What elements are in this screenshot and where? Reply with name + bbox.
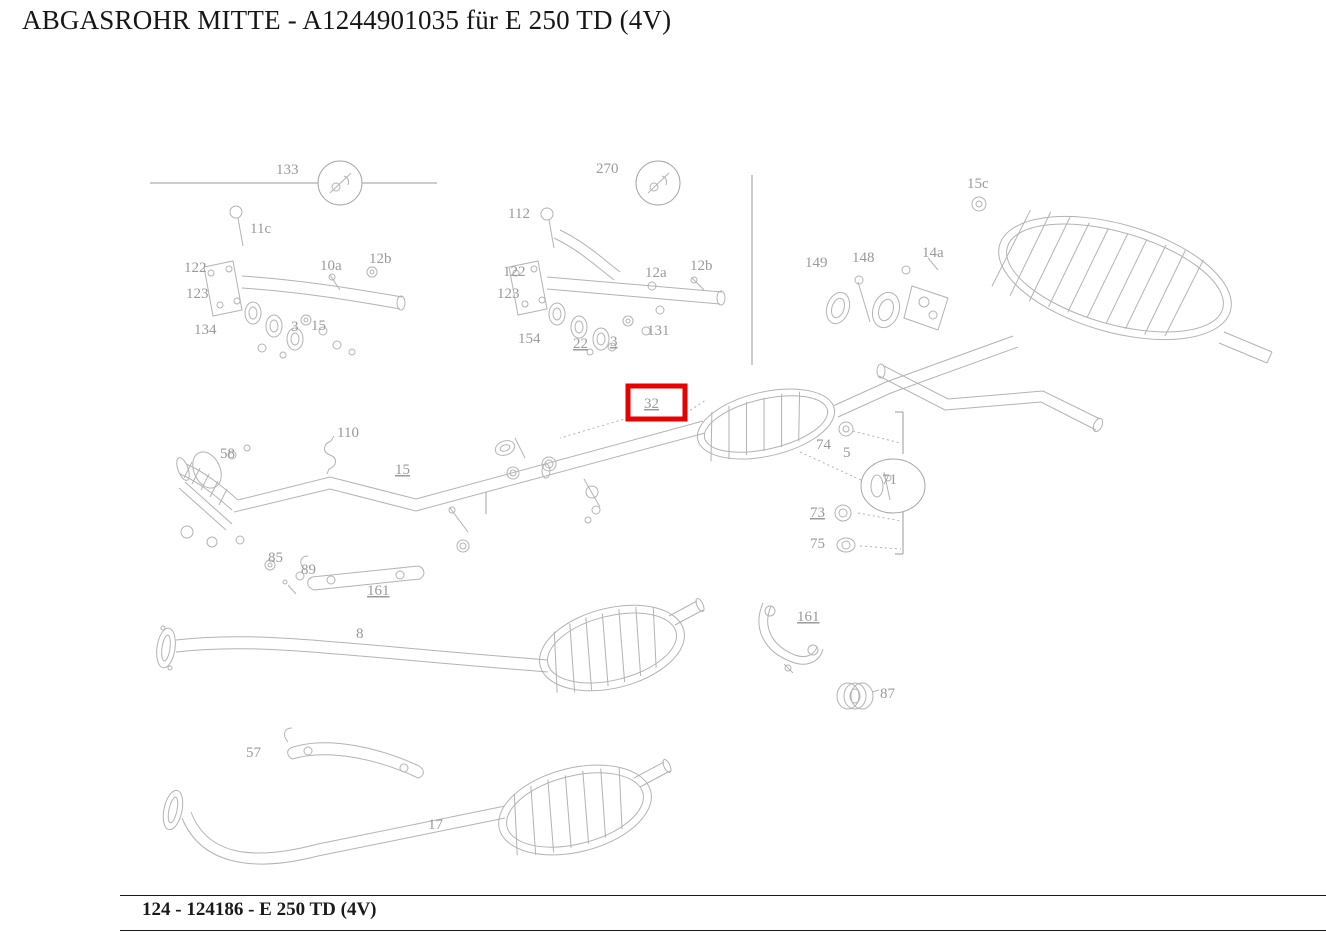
part-label-10a-4: 10a: [320, 258, 342, 274]
variant-bottom-row-sketch: [162, 727, 672, 865]
part-label-89-33: 89: [301, 562, 316, 578]
part-label-17-39: 17: [428, 817, 444, 833]
footer-rule-bottom: [120, 930, 1326, 931]
detail-circle-71: [860, 458, 926, 514]
part-label-154-15: 154: [518, 331, 541, 347]
part-label-58-24: 58: [220, 446, 235, 462]
part-label-161-34: 161: [367, 583, 390, 599]
part-label-15-8: 15: [311, 318, 326, 334]
part-label-11c-1: 11c: [250, 221, 271, 237]
section-divider-lines: [150, 175, 753, 365]
part-labels: 133 11c 122 123 10a 12b 134 3 15 270 112 122 123 12a 1…: [184, 161, 989, 833]
hanger-bracket-spring-sketch: [758, 602, 880, 710]
rear-muffler-sketch: [825, 196, 1273, 433]
leader-lines: [559, 399, 902, 550]
part-label-3-17: 3: [610, 334, 618, 350]
part-label-133-0: 133: [276, 162, 299, 178]
part-label-15-25: 15: [395, 462, 410, 478]
part-label-131-18: 131: [647, 323, 670, 339]
part-label-123-12: 123: [497, 286, 520, 302]
part-label-32-26: 32: [644, 396, 659, 412]
part-label-85-32: 85: [268, 550, 283, 566]
part-label-12a-13: 12a: [645, 265, 667, 281]
part-label-148-21: 148: [852, 250, 875, 266]
part-label-71-29: 71: [882, 472, 897, 488]
part-label-73-30: 73: [810, 505, 825, 521]
part-label-112-10: 112: [508, 206, 530, 222]
part-label-75-31: 75: [810, 536, 825, 552]
variant-catalyst-row-sketch: [156, 555, 705, 693]
part-label-57-38: 57: [246, 745, 262, 761]
part-label-270-9: 270: [596, 161, 619, 177]
part-label-123-3: 123: [186, 286, 209, 302]
part-label-8-35: 8: [356, 626, 364, 642]
page-title: ABGASROHR MITTE - A1244901035 für E 250 …: [22, 5, 672, 35]
part-label-87-37: 87: [880, 686, 896, 702]
highlight-box[interactable]: [625, 383, 688, 422]
footer-text: 124 - 124186 - E 250 TD (4V): [142, 899, 377, 920]
variant1-front-pipe-sketch: [203, 205, 406, 359]
part-label-110-23: 110: [337, 425, 359, 441]
part-label-22-16: 22: [573, 336, 588, 352]
part-label-74-27: 74: [816, 437, 832, 453]
part-label-122-11: 122: [503, 264, 526, 280]
footer-rule-top: [120, 895, 1326, 896]
part-label-3-7: 3: [291, 319, 299, 335]
middle-pipe-sketch: [176, 388, 904, 555]
detail-circle-133: [317, 160, 363, 206]
part-label-15c-19: 15c: [967, 176, 989, 192]
part-label-5-28: 5: [843, 445, 851, 461]
part-label-12b-14: 12b: [690, 258, 713, 274]
detail-circle-270: [635, 160, 681, 206]
part-label-134-6: 134: [194, 322, 217, 338]
part-label-122-2: 122: [184, 260, 207, 276]
variant2-front-pipe-sketch: [508, 207, 726, 356]
part-label-12b-5: 12b: [369, 251, 392, 267]
part-label-149-20: 149: [805, 255, 828, 271]
part-label-161-36: 161: [797, 609, 820, 625]
part-label-14a-22: 14a: [922, 245, 944, 261]
